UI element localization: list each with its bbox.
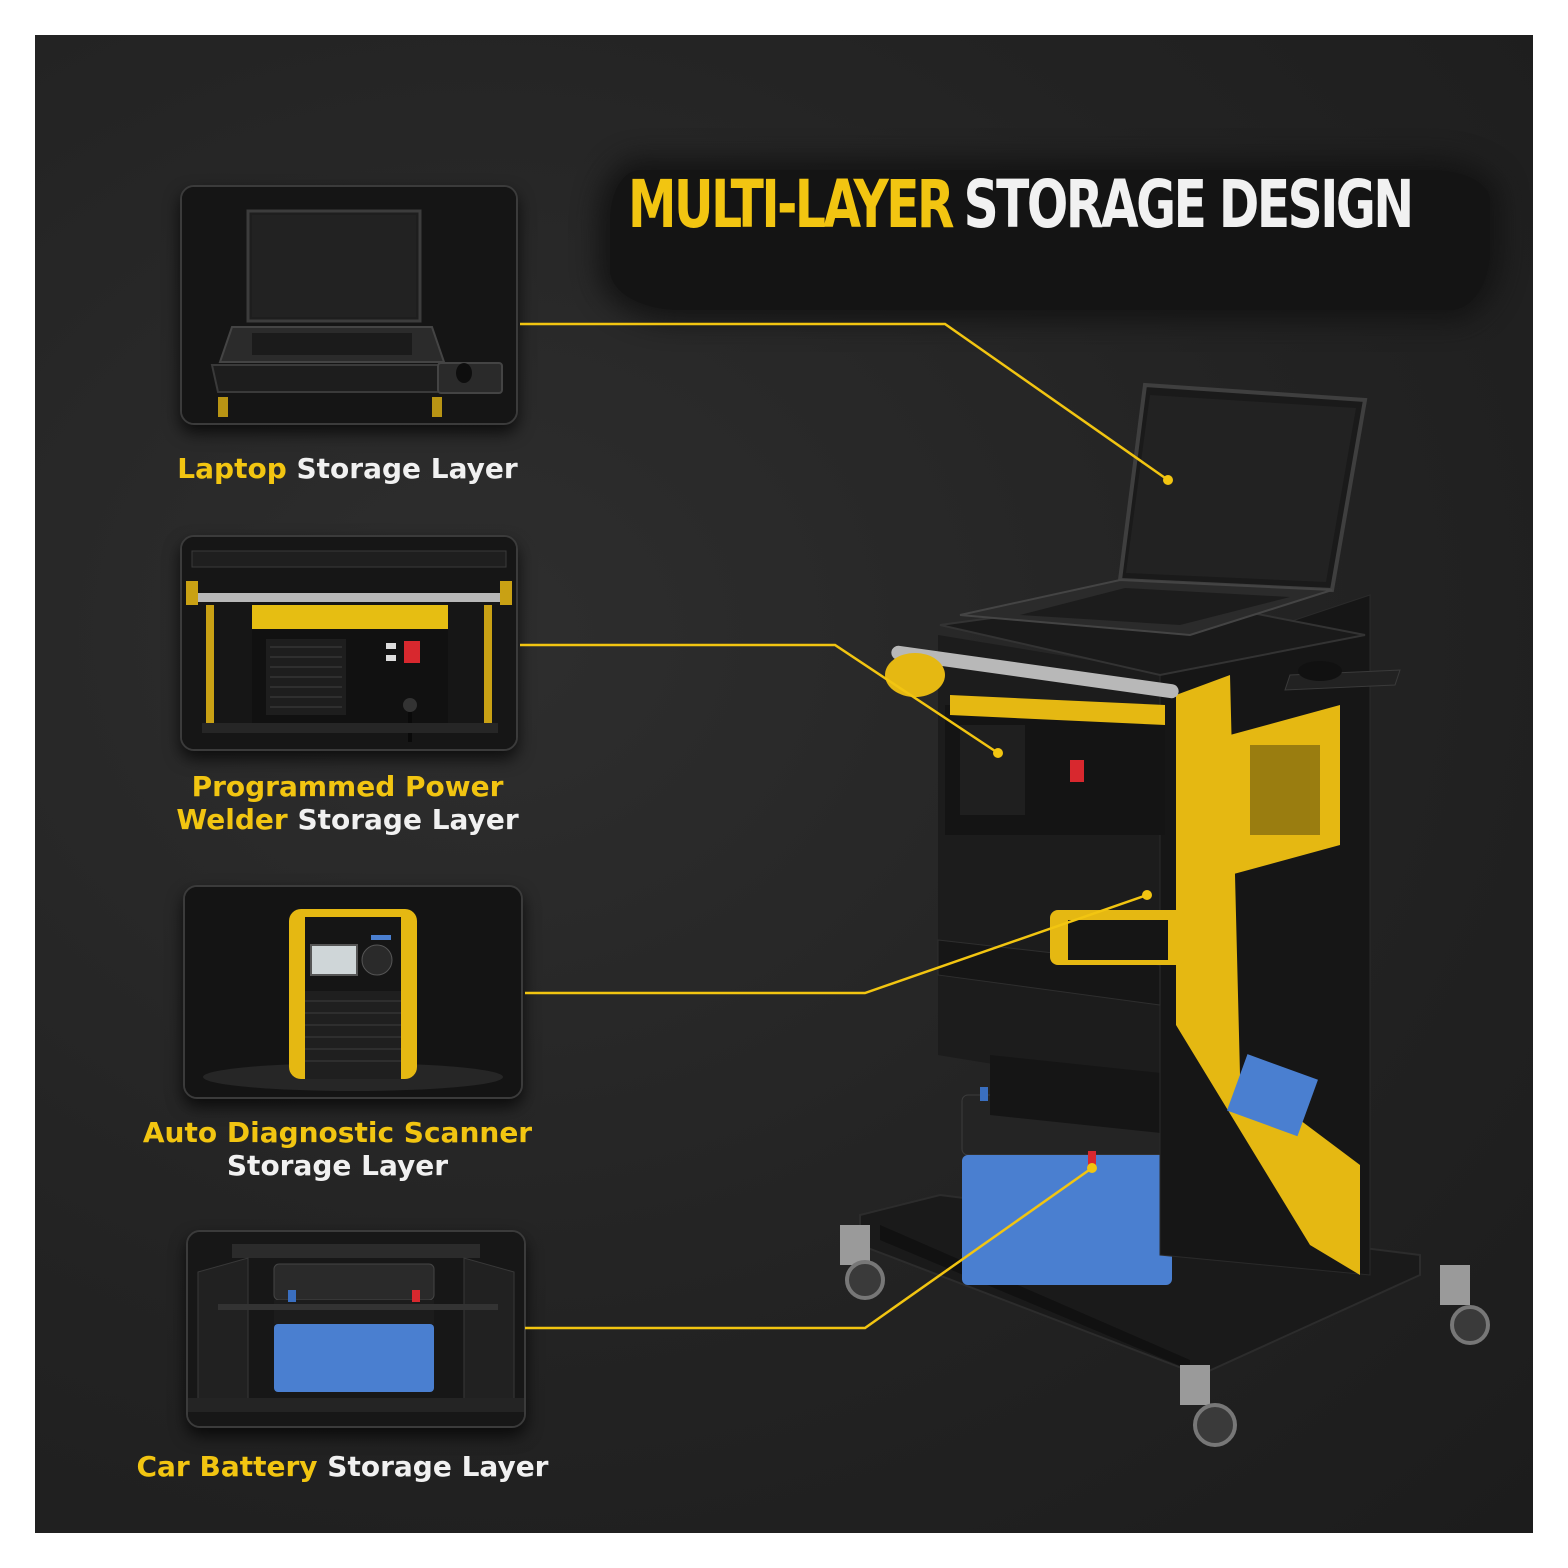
headline-brush-stroke	[610, 170, 1490, 310]
scanner-illustration	[185, 887, 521, 1097]
welder-layer-rest: Storage Layer	[297, 803, 519, 836]
headline-highlight: MULTI-LAYER	[628, 166, 955, 243]
caster-wheel-front	[1180, 1365, 1237, 1447]
caster-wheel-right	[1440, 1265, 1490, 1345]
scanner-layer-rest: Storage Layer	[226, 1149, 449, 1182]
laptop-layer-highlight: Laptop	[177, 452, 287, 485]
battery-layer-caption: Car Battery Storage Layer	[120, 1450, 565, 1483]
welder-illustration	[182, 537, 516, 749]
laptop-illustration	[182, 187, 516, 423]
scanner-layer-photo	[183, 885, 523, 1099]
welder-layer-photo	[180, 535, 518, 751]
laptop-layer-caption: Laptop Storage Layer	[160, 452, 535, 485]
battery-layer-rest: Storage Layer	[327, 1450, 549, 1483]
welder-layer-highlight-line1: Programmed Power	[191, 770, 504, 803]
laptop-layer-rest: Storage Layer	[296, 452, 518, 485]
scanner-layer-caption: Auto Diagnostic Scanner Storage Layer	[130, 1116, 545, 1182]
welder-layer-highlight-line2: Welder	[176, 803, 288, 836]
welder-layer-caption: Programmed Power Welder Storage Layer	[160, 770, 535, 836]
battery-layer-photo	[186, 1230, 526, 1428]
scanner-layer-highlight: Auto Diagnostic Scanner	[142, 1116, 533, 1149]
battery-layer-highlight: Car Battery	[136, 1450, 318, 1483]
laptop-layer-photo	[180, 185, 518, 425]
battery-illustration	[188, 1232, 524, 1426]
headline-rest: STORAGE DESIGN	[963, 166, 1415, 243]
tool-cart-illustration	[840, 382, 1490, 1447]
